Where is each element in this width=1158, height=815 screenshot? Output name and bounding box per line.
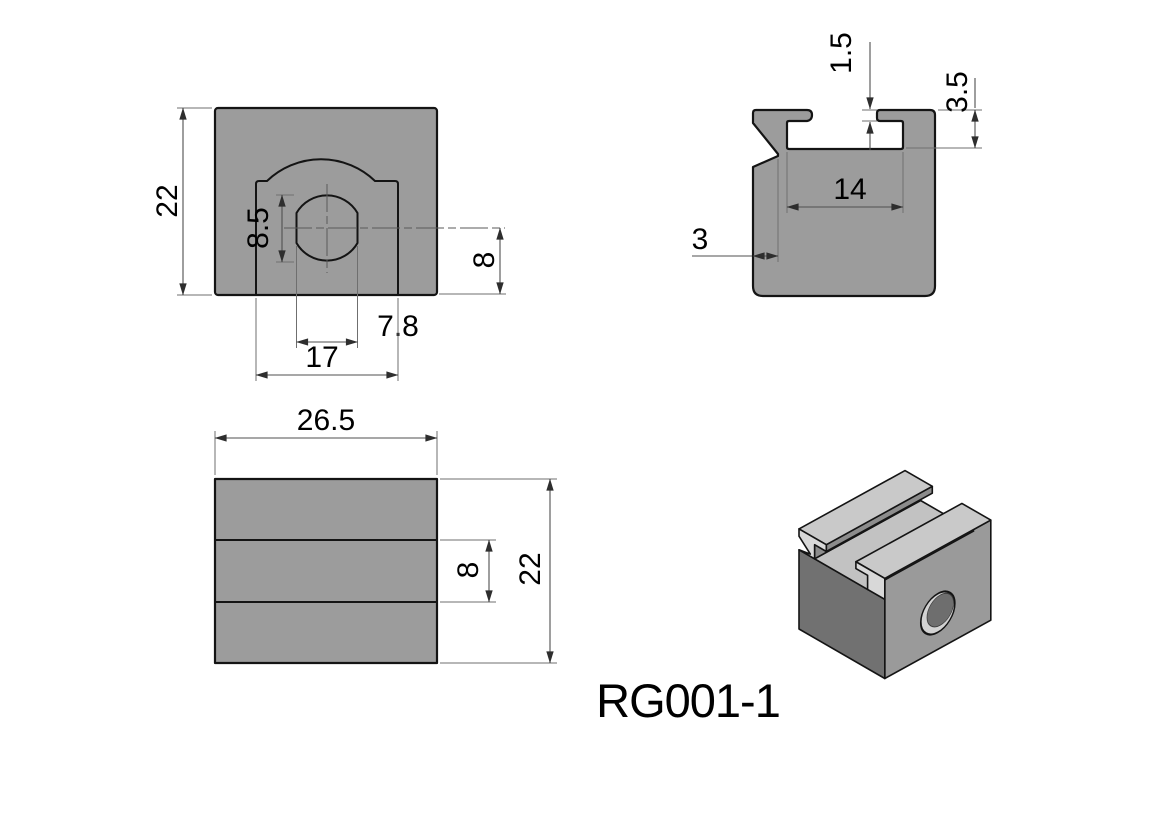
front-view-hole bbox=[295, 194, 359, 262]
iso-right-rail-endcap bbox=[855, 560, 886, 601]
front-view: 22 8.5 8 7.8 17 bbox=[151, 106, 506, 381]
front-dim-hole-offset: 8 bbox=[468, 252, 501, 269]
part-number-label: RG001-1 bbox=[596, 674, 780, 727]
iso-left-rail-endcap bbox=[798, 528, 828, 560]
top-dim-length: 26.5 bbox=[297, 404, 355, 437]
front-view-arched-recess bbox=[255, 158, 399, 294]
front-dim-recess-width: 17 bbox=[305, 341, 338, 374]
section-dim-slot-depth: 3.5 bbox=[941, 71, 974, 113]
iso-hole-bore bbox=[926, 592, 954, 628]
top-dim-width: 22 bbox=[514, 552, 547, 585]
front-dim-hole-height: 8.5 bbox=[242, 207, 275, 249]
isometric-view bbox=[798, 469, 992, 680]
top-view: 26.5 8 22 bbox=[213, 404, 557, 665]
top-dim-slot-width: 8 bbox=[452, 562, 485, 579]
front-view-body bbox=[213, 106, 439, 297]
section-dim-lip-thickness: 1.5 bbox=[825, 32, 858, 74]
section-profile bbox=[751, 108, 937, 298]
iso-hole bbox=[919, 590, 956, 636]
top-view-body bbox=[213, 477, 439, 665]
side-section-view: 1.5 3.5 14 3 bbox=[692, 32, 982, 298]
front-dim-height: 22 bbox=[151, 184, 184, 217]
section-dim-wall-thickness: 3 bbox=[692, 223, 709, 256]
section-dim-channel-width: 14 bbox=[833, 173, 866, 206]
